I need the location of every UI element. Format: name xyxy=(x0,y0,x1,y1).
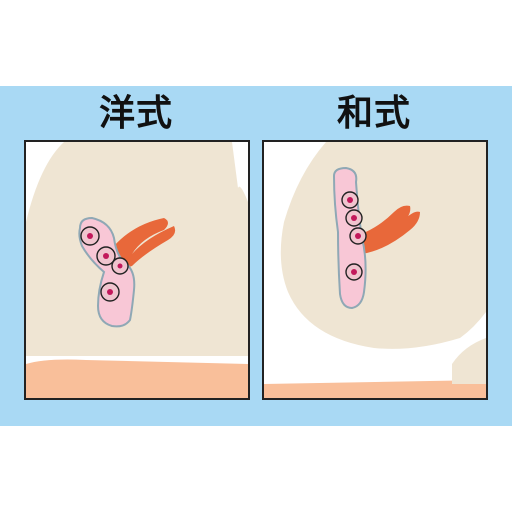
hemorrhoid-core xyxy=(347,197,353,203)
floor-gap xyxy=(264,368,486,384)
hemorrhoid-cluster xyxy=(341,191,367,281)
japanese-style-panel xyxy=(262,140,488,400)
hemorrhoid-core xyxy=(355,233,361,239)
hemorrhoid-core xyxy=(87,233,93,239)
floor-shape xyxy=(26,359,248,398)
leg-shape xyxy=(452,338,486,384)
japanese-style-title: 和式 xyxy=(336,93,411,134)
hemorrhoid-core xyxy=(107,289,113,295)
hemorrhoid-cluster xyxy=(80,226,129,302)
hemorrhoid-core xyxy=(351,215,357,221)
puborectalis-muscle xyxy=(114,218,176,268)
western-style-panel xyxy=(24,140,250,400)
hemorrhoid-core xyxy=(351,269,357,275)
puborectalis-muscle xyxy=(348,205,420,254)
western-style-illustration xyxy=(26,142,248,398)
western-style-title: 洋式 xyxy=(98,93,173,134)
hemorrhoid-core xyxy=(117,263,123,269)
hemorrhoid-core xyxy=(103,253,109,259)
japanese-style-illustration xyxy=(264,142,486,398)
body-gap xyxy=(232,142,248,202)
